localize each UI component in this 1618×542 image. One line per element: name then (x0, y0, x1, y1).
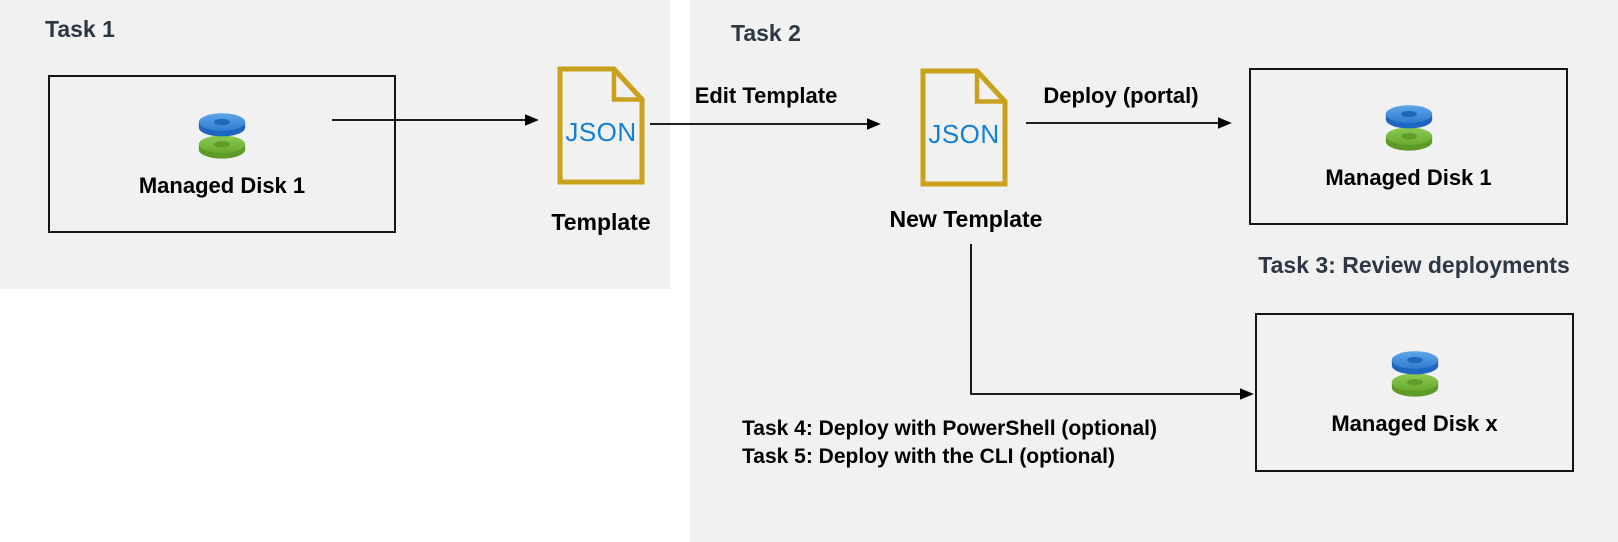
source-disk-box: Managed Disk 1 (48, 75, 396, 233)
task45-notes: Task 4: Deploy with PowerShell (optional… (742, 415, 1157, 471)
task3-heading: Task 3: Review deployments (1258, 252, 1570, 278)
json-file-icon: JSON (920, 68, 1008, 187)
json-text: JSON (565, 117, 636, 147)
source-disk-label: Managed Disk 1 (138, 172, 306, 198)
new-template-file-node: JSON (920, 68, 1008, 187)
json-text: JSON (928, 119, 999, 149)
task5-note: Task 5: Deploy with the CLI (optional) (742, 445, 1115, 468)
edit-template-label: Edit Template (694, 83, 838, 108)
deploy-portal-label: Deploy (portal) (1043, 83, 1199, 108)
template-label: Template (551, 209, 651, 235)
portal-disk-label: Managed Disk 1 (1325, 165, 1492, 190)
new-template-label: New Template (889, 206, 1043, 232)
task1-heading: Task 1 (45, 16, 115, 42)
managed-disk-icon (1385, 105, 1432, 151)
portal-disk-box: Managed Disk 1 (1249, 68, 1568, 225)
template-file-node: JSON (557, 66, 645, 185)
disk-x-label: Managed Disk x (1331, 411, 1498, 436)
disk-x-box: Managed Disk x (1255, 313, 1574, 472)
json-file-icon: JSON (557, 66, 645, 185)
task2-heading: Task 2 (731, 20, 801, 46)
managed-disk-icon (1391, 351, 1438, 397)
managed-disk-icon (198, 112, 246, 159)
task4-note: Task 4: Deploy with PowerShell (optional… (742, 417, 1157, 440)
